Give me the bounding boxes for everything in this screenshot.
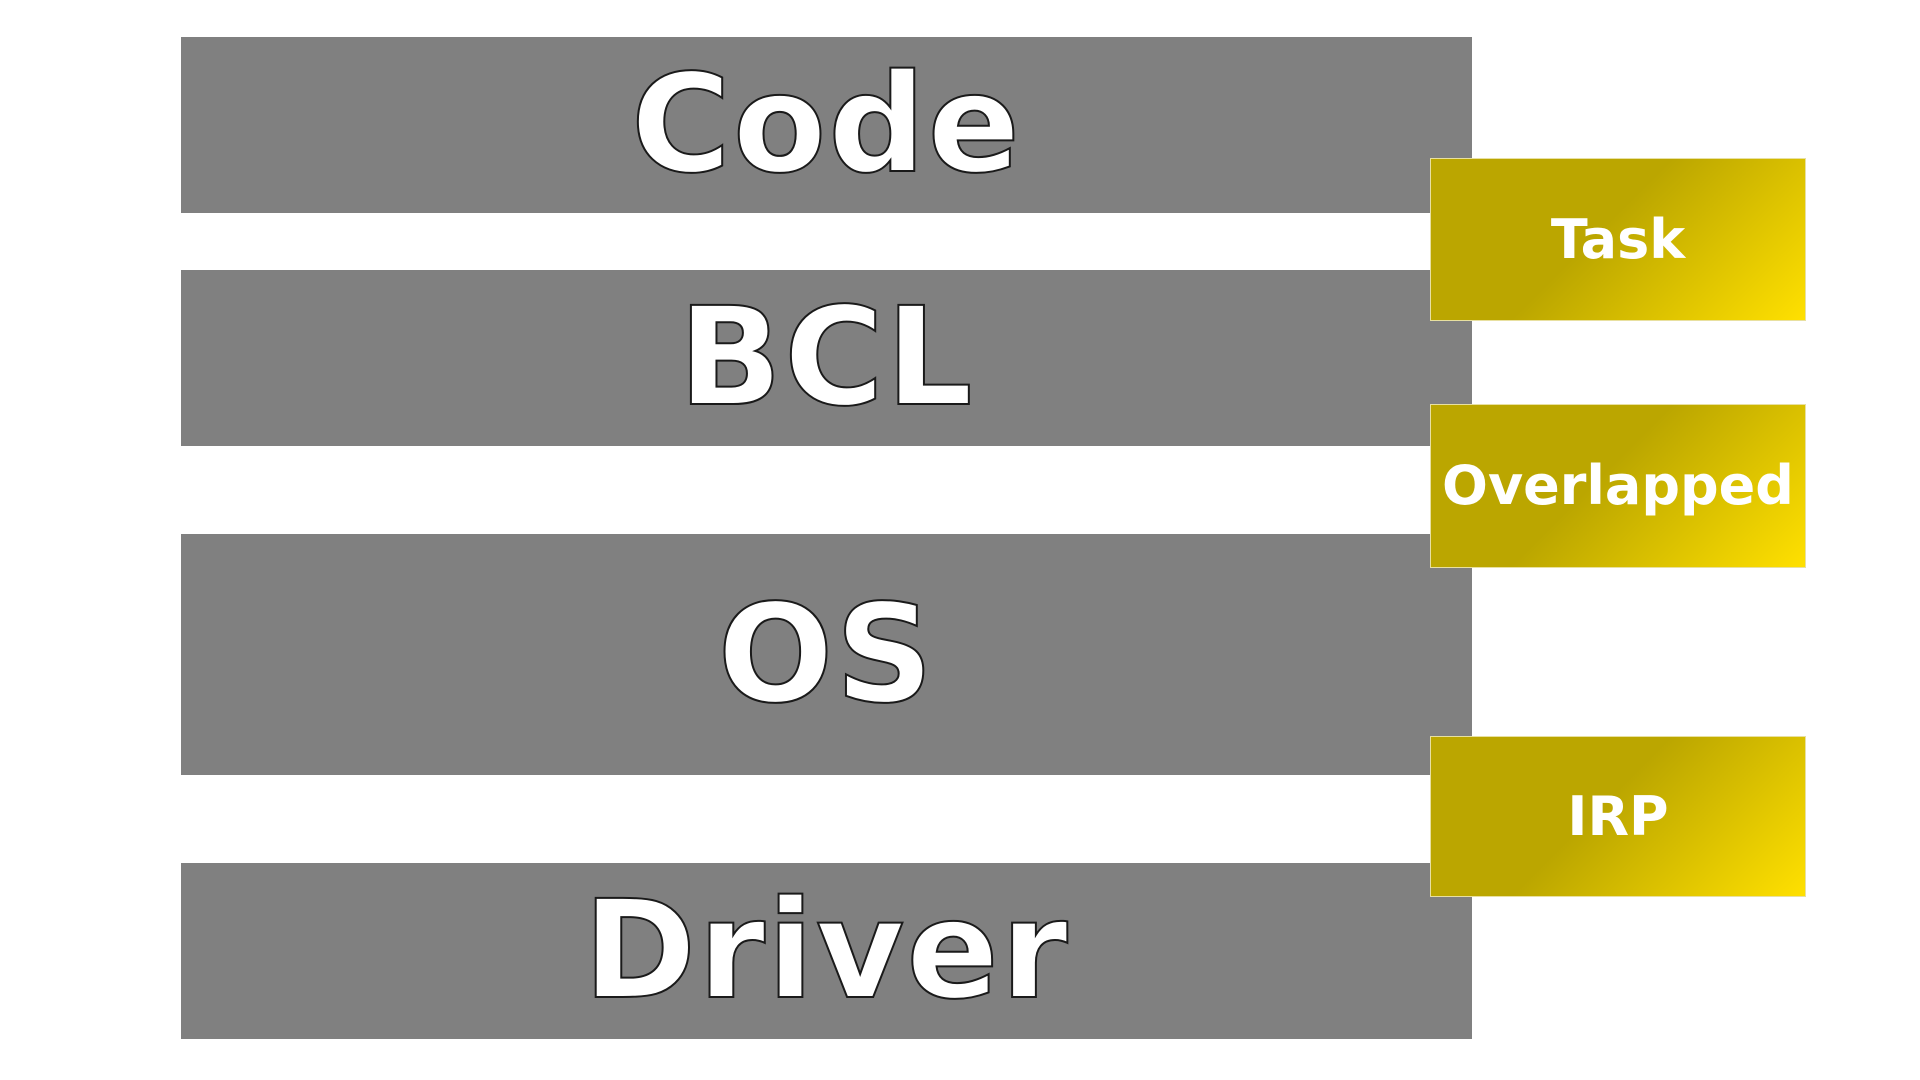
layer-code-label: Code: [630, 46, 1022, 204]
layer-os-label: OS: [717, 575, 936, 734]
layer-driver-box: Driver: [181, 863, 1472, 1039]
layer-os-box: OS: [181, 534, 1472, 775]
tag-task-box: Task: [1430, 158, 1806, 321]
layer-driver-label: Driver: [582, 872, 1070, 1030]
tag-overlapped-label: Overlapped: [1442, 454, 1794, 517]
layer-bcl-box: BCL: [181, 270, 1472, 446]
layer-code-box: Code: [181, 37, 1472, 213]
tag-task-label: Task: [1550, 207, 1686, 271]
tag-irp-box: IRP: [1430, 736, 1806, 897]
layer-bcl-label: BCL: [677, 279, 975, 437]
tag-overlapped-box: Overlapped: [1430, 404, 1806, 568]
tag-irp-label: IRP: [1567, 784, 1669, 848]
